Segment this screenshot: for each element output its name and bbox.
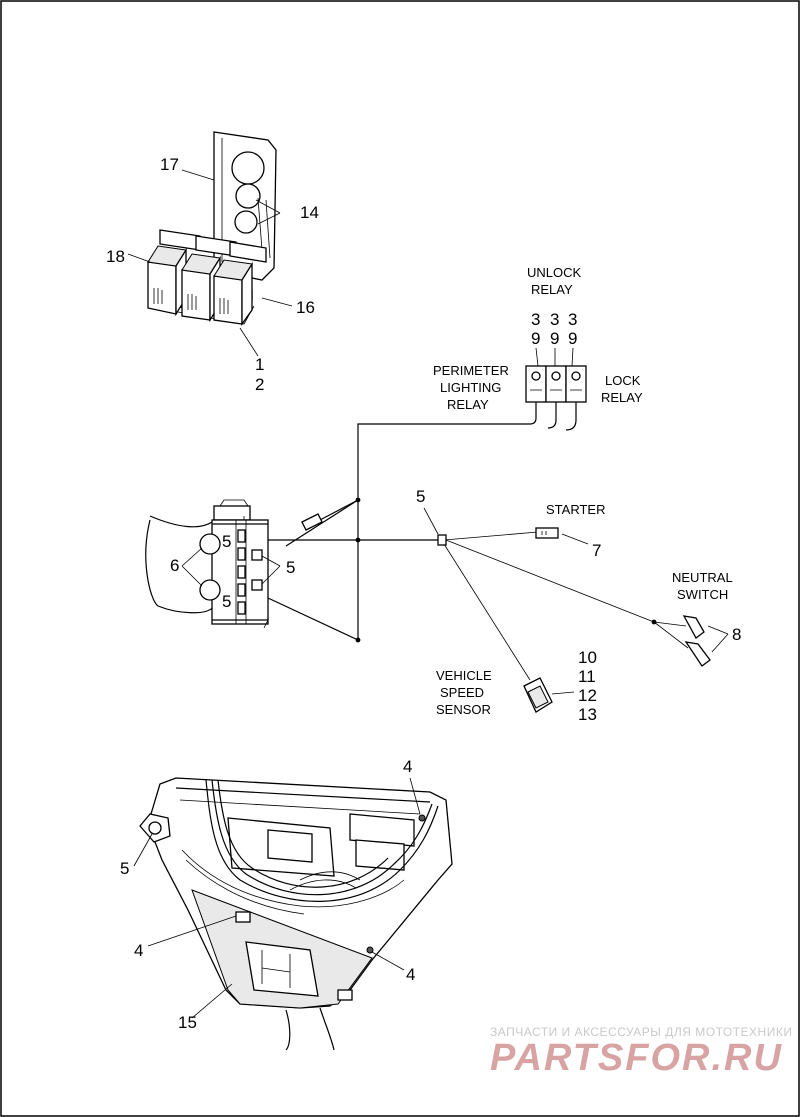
watermark-logo: PARTSFOR.RU [490,1037,783,1079]
callout-7: 7 [592,541,601,560]
vss-label-2: SPEED [440,685,484,700]
starter-label: STARTER [546,502,605,517]
callout-5-left-a: 5 [222,532,231,551]
callout-9-c: 9 [568,329,577,348]
callout-9-b: 9 [550,329,559,348]
callout-5-left-b: 5 [286,558,295,577]
callout-5-left-c: 5 [222,592,231,611]
callout-10: 10 [578,648,597,667]
vss-label-1: VEHICLE [436,668,492,683]
relay-connectors [525,365,587,403]
callout-3-c: 3 [568,310,577,329]
callout-1: 1 [255,355,264,374]
relay-bracket-assembly [147,131,277,327]
callout-12: 12 [578,686,597,705]
callout-8: 8 [732,625,741,644]
neutral-switch-terminals [682,615,711,667]
callout-17: 17 [160,155,179,174]
vss-label-3: SENSOR [436,702,491,717]
watermark-tagline: ЗАПЧАСТИ И АКСЕССУАРЫ ДЛЯ МОТОТЕХНИКИ [490,1025,792,1039]
splice-connector [437,534,447,546]
neutral-switch-label-2: SWITCH [677,587,728,602]
callout-16: 16 [296,298,315,317]
callout-14: 14 [300,203,319,222]
callout-4-left: 4 [134,941,143,960]
callout-9-a: 9 [531,329,540,348]
perimeter-relay-label-3: RELAY [447,397,489,412]
unlock-relay-label-1: UNLOCK [527,265,582,280]
unlock-relay-label-2: RELAY [531,282,573,297]
lock-relay-label-1: LOCK [605,373,641,388]
callout-2: 2 [255,375,264,394]
callout-5-bottom: 5 [120,859,129,878]
callout-3-b: 3 [550,310,559,329]
starter-connector [535,527,559,539]
callout-18: 18 [106,247,125,266]
vss-connector [523,677,553,713]
callout-5-top: 5 [416,487,425,506]
callout-11: 11 [578,667,596,686]
callout-4-top: 4 [403,757,412,776]
lock-relay-label-2: RELAY [601,390,643,405]
perimeter-relay-label-1: PERIMETER [433,363,509,378]
inner-fairing-assembly [139,777,453,1051]
callout-4-right: 4 [406,965,415,984]
fuse-panel-bracket [145,499,323,629]
callout-13: 13 [578,705,597,724]
neutral-switch-label-1: NEUTRAL [672,570,733,585]
perimeter-relay-label-2: LIGHTING [440,380,501,395]
callout-6: 6 [170,556,179,575]
callout-3-a: 3 [531,310,540,329]
